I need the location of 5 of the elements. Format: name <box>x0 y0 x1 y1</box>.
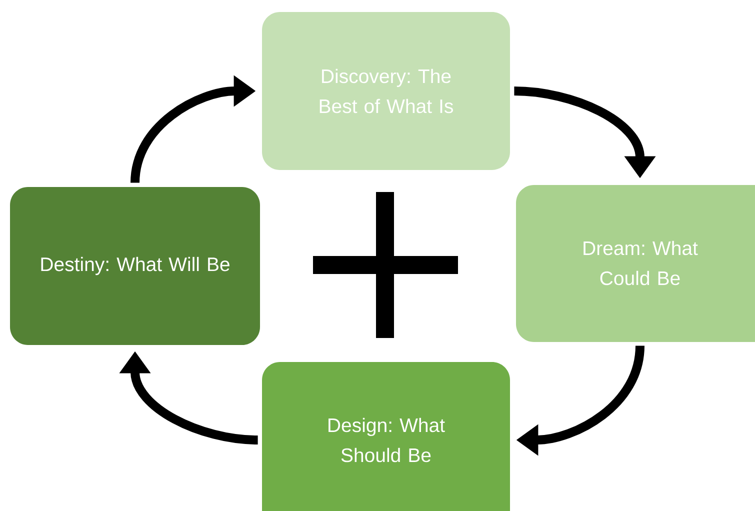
stage-box: Discovery: The Best of What Is <box>262 12 510 170</box>
stage-box: Destiny: What Will Be <box>10 187 260 345</box>
stage-box: Dream: What Could Be <box>516 185 755 342</box>
stage-box: Design: What Should Be <box>262 362 510 511</box>
plus-sign <box>313 192 458 338</box>
